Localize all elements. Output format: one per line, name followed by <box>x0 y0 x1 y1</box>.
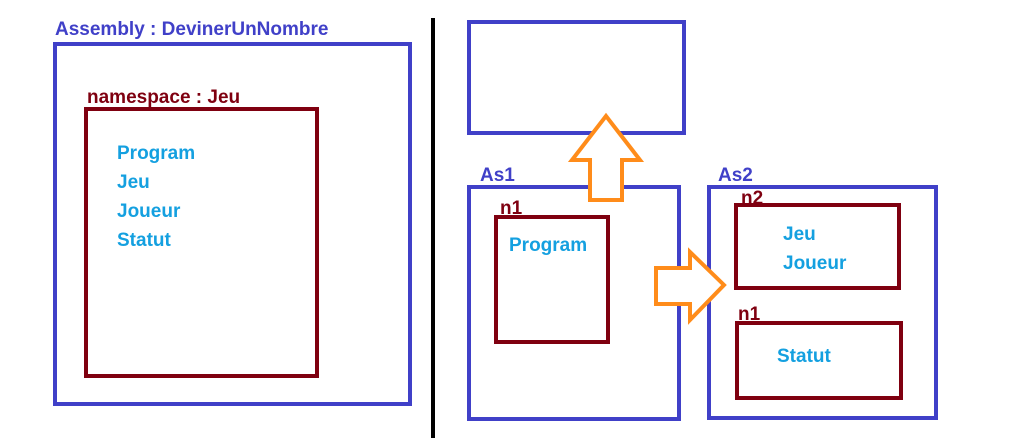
assembly-box <box>53 42 412 406</box>
as2-n2-box <box>734 203 901 290</box>
class-statut: Statut <box>117 230 171 251</box>
namespace-box <box>84 107 319 378</box>
as1-n1-label: n1 <box>500 198 523 219</box>
as1-label: As1 <box>480 165 515 186</box>
as1-n1-box <box>494 215 610 344</box>
as2-class-statut: Statut <box>777 346 831 367</box>
vertical-divider <box>431 18 435 438</box>
empty-assembly-box <box>467 20 686 135</box>
class-jeu: Jeu <box>117 172 150 193</box>
assembly-label: Assembly : DevinerUnNombre <box>55 19 329 40</box>
as2-n1-box <box>735 321 903 400</box>
as2-label: As2 <box>718 165 753 186</box>
class-joueur: Joueur <box>117 201 181 222</box>
as2-n1-label: n1 <box>738 304 761 325</box>
as2-class-jeu: Jeu <box>783 224 816 245</box>
as1-class-program: Program <box>509 235 588 256</box>
namespace-label: namespace : Jeu <box>87 87 241 108</box>
class-program: Program <box>117 143 196 164</box>
as2-class-joueur: Joueur <box>783 253 847 274</box>
